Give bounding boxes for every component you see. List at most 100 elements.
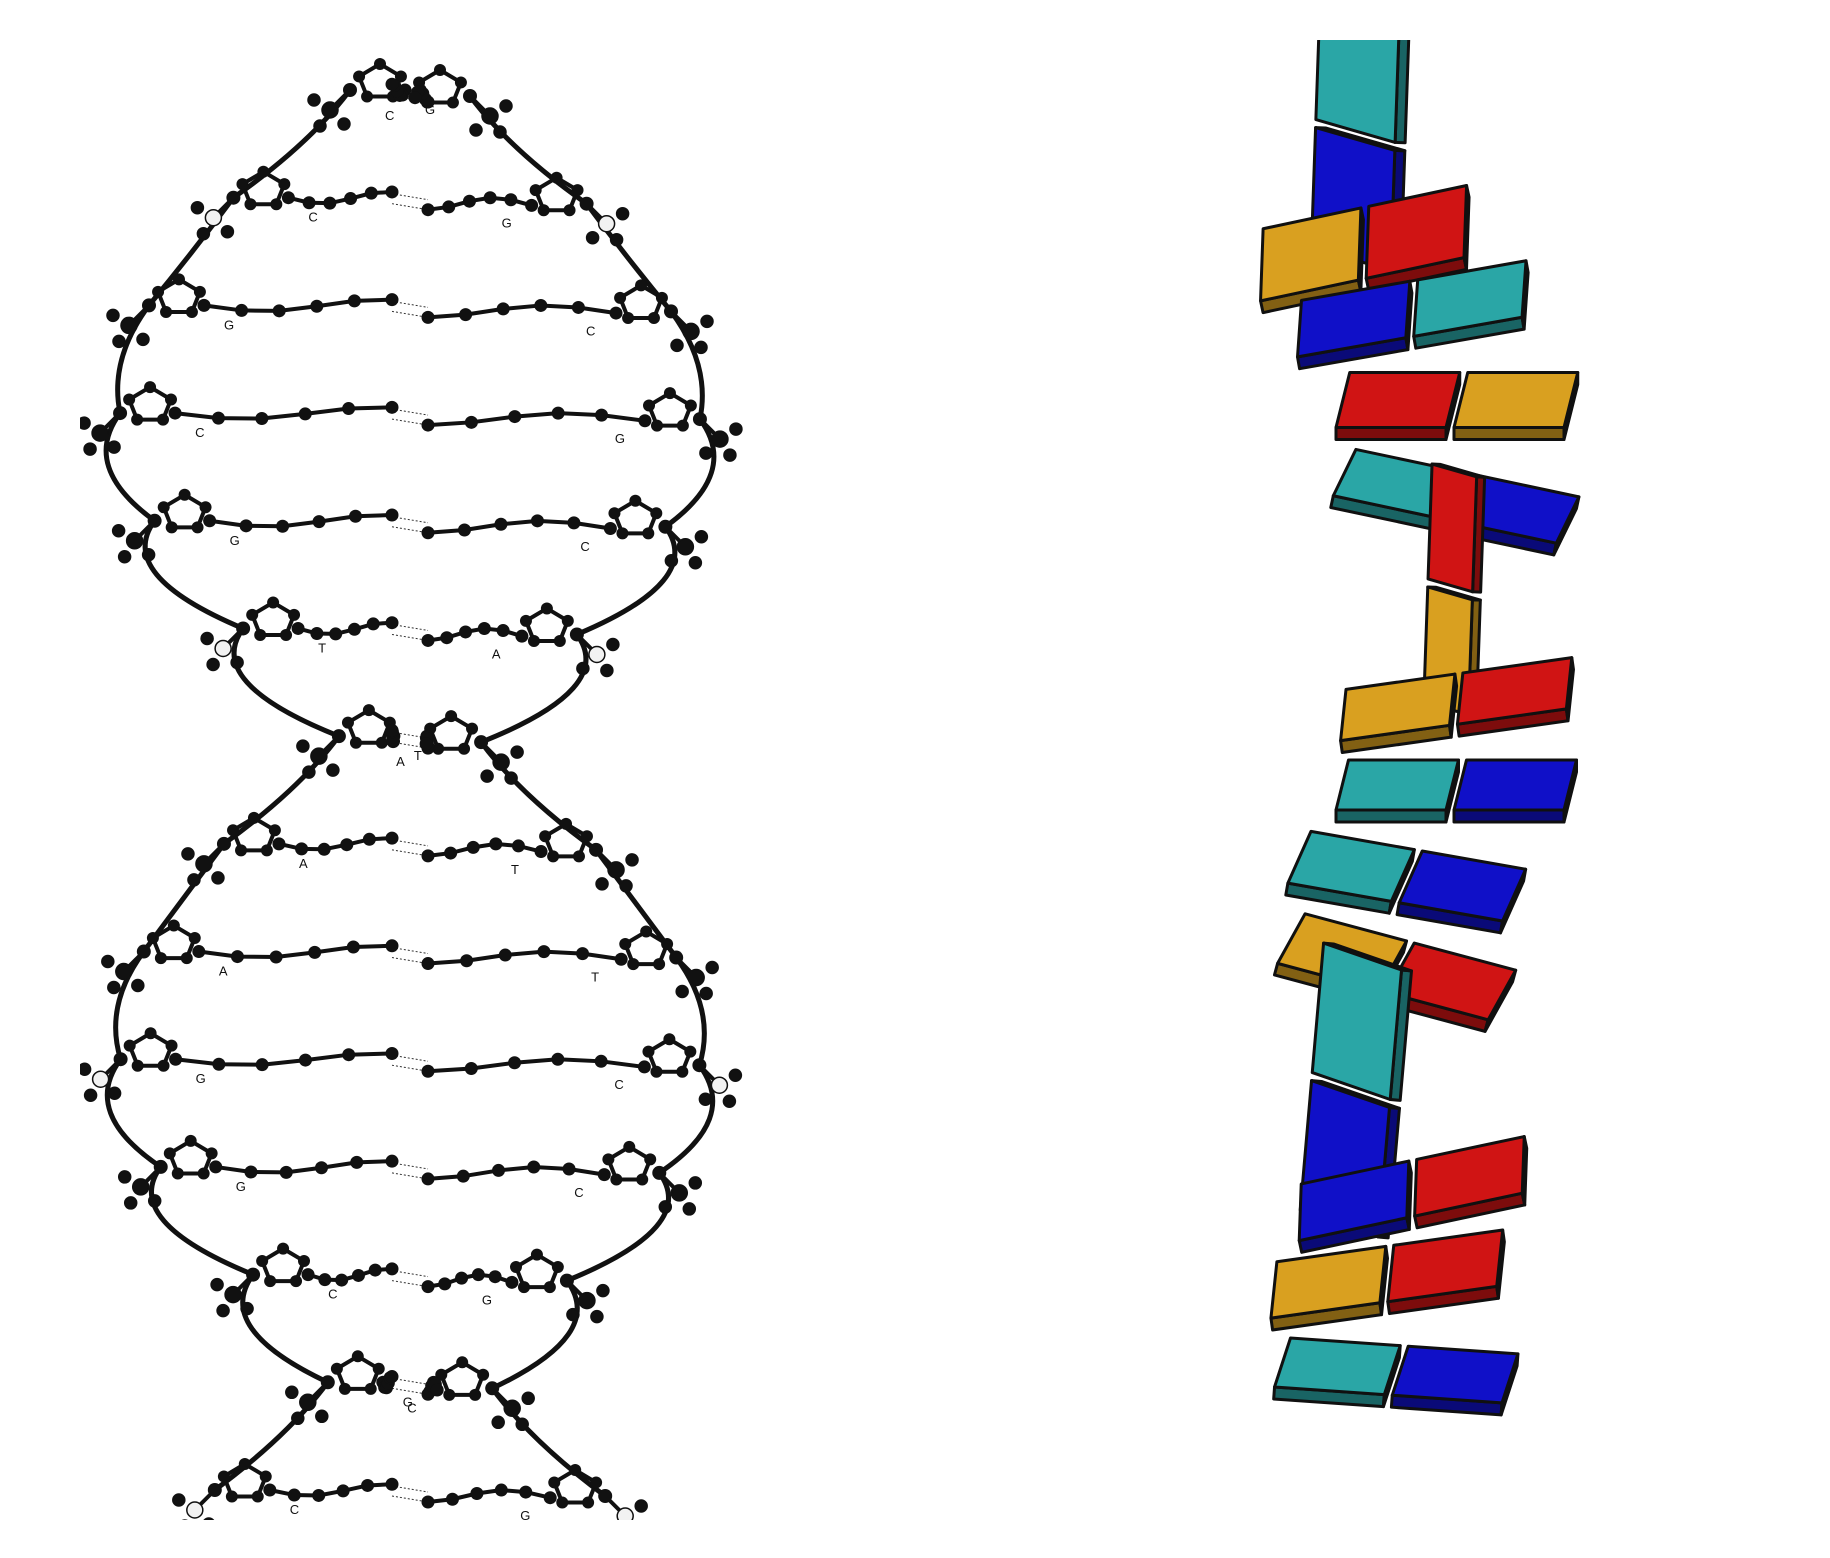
phosphate-atom [307,93,321,107]
base-label-left: C [308,210,317,225]
base-atom [291,621,305,635]
base-atom [471,1268,485,1282]
phosphate-atom [729,422,743,436]
phosphate-atom [299,1393,317,1412]
phosphate-atom [469,123,483,137]
atom [643,399,656,412]
phosphate-atom [196,226,211,241]
atom [563,204,576,217]
base-atom [362,832,376,846]
base-atom [287,1488,301,1502]
backbone-atom [579,196,594,211]
base-atom [385,939,399,953]
base-atom [408,91,422,105]
base-label-left: G [236,1179,246,1194]
atom [280,629,293,642]
base-atom [421,957,435,971]
base-atom [244,1165,258,1179]
atom [259,1470,272,1483]
base-atom [483,191,497,205]
phosphate-atom [492,753,510,771]
atom [650,507,663,520]
base-label-right: G [520,1508,530,1520]
phosphate-atom [107,440,121,454]
atom [655,291,668,304]
base-atom [515,629,529,643]
phosphate-atom [521,1391,535,1406]
backbone-atom [652,1165,667,1180]
base-atom [351,1268,365,1282]
red-base-slab [1334,371,1462,429]
phosphate-atom [326,763,340,777]
phosphate-atom [515,1417,529,1432]
phosphate-atom [91,424,109,442]
base-label-left: G [196,1071,206,1086]
base-label-left: G [224,317,234,332]
backbone-atom [569,627,584,642]
atom [362,704,375,717]
base-atom [470,1487,484,1501]
phosphate-atom [664,554,679,568]
atom [338,1382,351,1395]
atom [616,527,629,540]
base-atom [498,948,512,962]
atom [341,716,354,729]
atom [270,198,283,211]
phosphate-atom [181,847,195,861]
base-atom [347,622,361,636]
phosphate-atom [585,230,600,245]
base-label-left: G [425,102,435,117]
base-atom [530,514,544,528]
base-atom [442,200,456,214]
base-atom [366,617,380,631]
backbone-atom [113,406,128,421]
atom [199,501,212,514]
phosphate-atom [625,853,639,867]
base-pair-step [1269,1228,1506,1332]
atom [547,850,560,863]
backbone-atom [226,190,241,205]
atom [582,1496,595,1509]
backbone-bond [491,1279,580,1391]
base-atom [421,1280,435,1294]
atom [608,507,621,520]
atom [235,844,248,857]
red-base-slab-side [1334,426,1448,441]
base-atom [279,1165,293,1179]
base-atom [312,1488,326,1502]
phosphate-atom [296,739,310,753]
atom [205,1147,218,1160]
backbone-atom [664,304,679,319]
base-atom [385,1477,399,1491]
base-atom [385,723,399,737]
base-atom [562,1162,576,1176]
atom [185,305,198,318]
atom [163,1147,176,1160]
red-base-slab [1364,184,1469,280]
base-pair-step [1297,1135,1529,1254]
phosphate-atom [101,954,115,969]
atom [556,1496,569,1509]
phosphate-atom [510,745,524,759]
atom [684,399,697,412]
atom [469,1388,482,1401]
base-atom [281,191,295,205]
base-pair-step [1334,758,1578,824]
atom [636,1173,649,1186]
atom [561,614,574,627]
backbone-bond [103,411,157,523]
cyan-base-slab [1334,758,1460,812]
backbone-bond [480,632,589,745]
atom [537,204,550,217]
base-pair-step [1339,656,1575,755]
cyan-base-slab [1273,1336,1402,1397]
base-atom [440,631,454,645]
base-atom [298,407,312,421]
base-bond [175,1051,393,1067]
base-label-right: C [586,323,595,338]
base-atom [342,402,356,416]
atom [527,635,540,648]
base-label-left: G [230,533,240,548]
base-atom [385,1046,399,1060]
